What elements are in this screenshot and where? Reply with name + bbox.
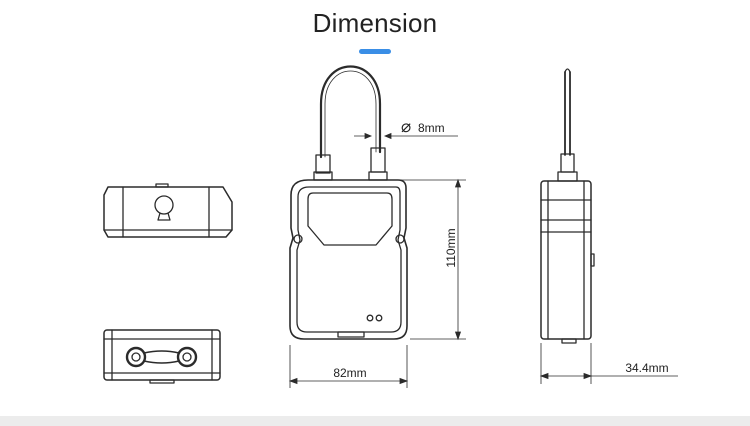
keyhole-icon <box>154 195 174 215</box>
bottom-view <box>103 329 221 384</box>
side-view <box>540 68 595 344</box>
height-label: 110mm <box>444 228 458 267</box>
display-window <box>307 192 393 246</box>
cable-port-left <box>125 346 147 368</box>
depth-label: 34.4mm <box>625 361 668 375</box>
page-title: Dimension <box>312 8 438 38</box>
cable-port-right <box>176 346 198 368</box>
shackle-ferrule-right <box>370 147 386 173</box>
front-view <box>289 65 408 340</box>
lock-body-outline <box>289 179 408 340</box>
diameter-label: 8mm <box>418 121 445 135</box>
title-underline-accent <box>359 49 391 54</box>
diameter-symbol: ⌀ <box>401 117 411 136</box>
shackle-cable <box>319 65 382 159</box>
top-view <box>103 183 233 238</box>
shackle-ferrule-left <box>315 154 331 174</box>
width-label: 82mm <box>333 366 366 380</box>
indicator-led <box>366 314 374 322</box>
bottom-band <box>0 416 750 426</box>
side-cable <box>564 71 571 156</box>
